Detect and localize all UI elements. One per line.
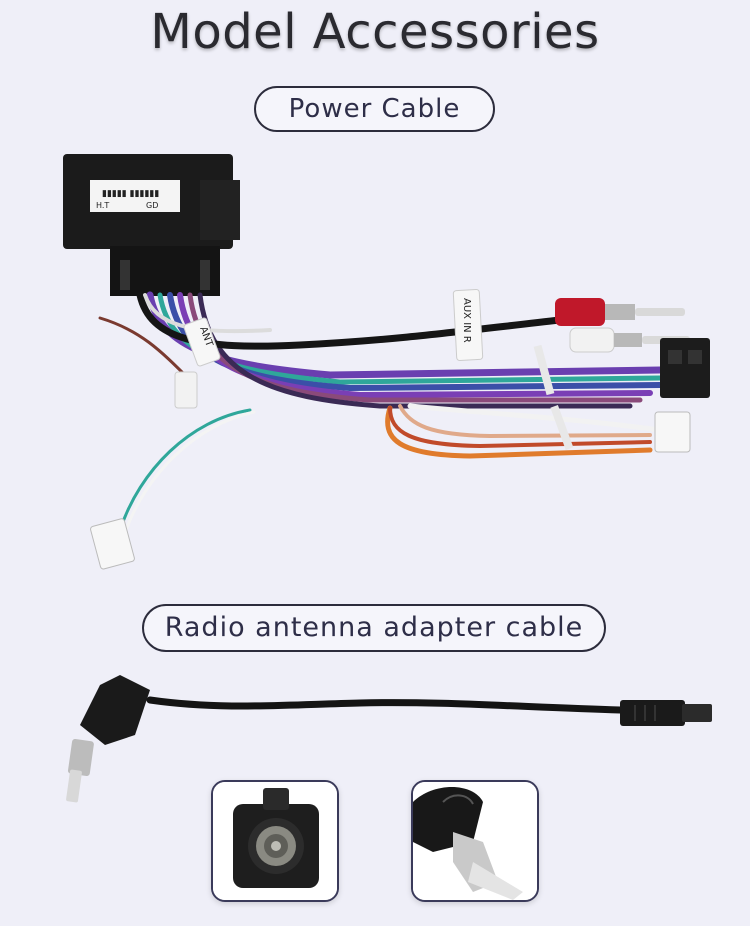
section-label-power-cable: Power Cable — [254, 86, 495, 132]
antenna-adapter-cable-image — [66, 675, 712, 803]
antenna-plug-closeup-image — [411, 780, 539, 902]
section-label-radio-antenna-cable: Radio antenna adapter cable — [142, 604, 606, 652]
page-title: Model Accessories — [150, 4, 600, 60]
connector-label-2: GD — [146, 201, 158, 210]
aux-tag-label: AUX IN R — [461, 298, 472, 343]
power-cable-harness-image: ▮▮▮▮▮ ▮▮▮▮▮▮ H.T GD AUX IN R ANT — [63, 154, 710, 570]
svg-text:▮▮▮▮▮ ▮▮▮▮▮▮: ▮▮▮▮▮ ▮▮▮▮▮▮ — [102, 189, 159, 199]
antenna-connector-closeup-image — [211, 780, 339, 902]
connector-label: H.T — [96, 201, 109, 210]
